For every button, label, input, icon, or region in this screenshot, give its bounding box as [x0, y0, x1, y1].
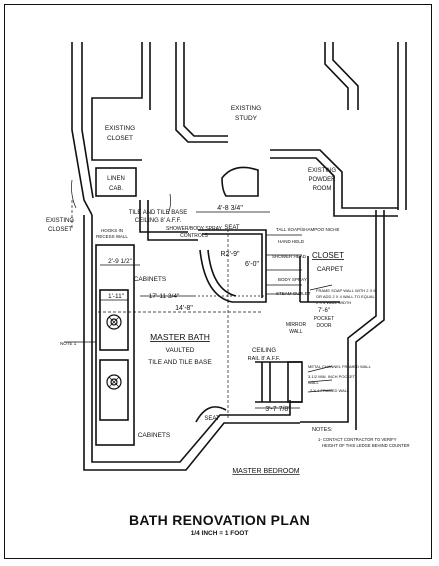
anno-tall-soap: TALL SOAP/SHAMPOO NICHE — [276, 227, 340, 232]
label-existing-closet-left-2: CLOSET — [48, 227, 72, 233]
anno-metal-channel: METAL CHANNEL FRAMED WALL — [308, 364, 372, 369]
anno-ceiling-rail-1: CEILING — [252, 348, 276, 354]
anno-frame-wall-2: OR ADD 2 X 4 WALL TO EQUAL — [316, 294, 375, 299]
powder-fixture — [221, 166, 259, 197]
sinks — [106, 314, 122, 390]
dim-r2-9: R2'-9" — [221, 251, 241, 258]
wall-closet-right — [300, 210, 377, 423]
cabinet-run — [95, 244, 135, 446]
anno-shower-head: SHOWER HEAD — [272, 254, 307, 259]
dim-2-9: 2'-9 1/2" — [108, 258, 132, 265]
label-existing-study-2: STUDY — [235, 115, 258, 122]
label-seat-lower: SEAT — [204, 416, 220, 422]
anno-pocket2-2: WALL — [308, 380, 320, 385]
plan-title: BATH RENOVATION PLAN — [129, 512, 310, 528]
dimension-lines — [64, 179, 333, 420]
notes-body-2: HEIGHT OF THIS LEDGE BEHIND COUNTER — [322, 443, 410, 448]
dim-17-11: 17'-11 3/4" — [149, 293, 180, 300]
shower-wall — [198, 229, 267, 303]
anno-hooks-1: HOOKS IN — [101, 228, 123, 233]
anno-tile-ceiling-1: TILE AND TILE BASE — [129, 210, 188, 216]
cabinet-sink-upper — [99, 289, 129, 351]
label-tile-base: TILE AND TILE BASE — [148, 359, 212, 366]
label-carpet: CARPET — [317, 266, 343, 273]
anno-ceiling-rail-2: RAIL 8' A.F.F. — [248, 356, 281, 362]
linen-cabinet — [95, 167, 137, 197]
label-existing-closet-top-1: EXISTING — [105, 125, 135, 132]
dim-4-8: 4'-8 3/4" — [217, 205, 243, 212]
label-closet: CLOSET — [312, 251, 344, 260]
label-seat-upper: SEAT — [224, 225, 240, 231]
label-master-bedroom: MASTER BEDROOM — [232, 468, 299, 475]
anno-mirror-wall-2: WALL — [289, 329, 303, 335]
anno-body-spray: BODY SPRAY — [278, 277, 307, 282]
anno-tile-ceiling-2: CEILING 8' A.F.F. — [135, 218, 182, 224]
label-existing-closet-left-1: EXISTING — [46, 218, 74, 224]
wall-closet-top — [91, 42, 143, 161]
dim-6-0: 6'-0" — [245, 261, 259, 268]
anno-frame-wall-3: 2 X 6 WALL WIDTH — [316, 300, 351, 305]
label-vaulted: VAULTED — [165, 347, 194, 354]
label-powder-3: ROOM — [313, 186, 332, 192]
dim-14-8: 14'-8" — [175, 305, 193, 312]
label-powder-2: POWDER — [309, 177, 337, 183]
anno-pocket-door-2: POCKET — [314, 316, 335, 322]
wall-powder — [270, 149, 398, 209]
wall-study-left — [175, 42, 228, 143]
label-existing-closet-top-2: CLOSET — [107, 135, 133, 142]
plan-scale: 1/4 INCH = 1 FOOT — [190, 530, 249, 537]
wall-bath-top — [147, 200, 198, 241]
label-powder-1: EXISTING — [308, 168, 336, 174]
cabinet-sink-lower — [99, 359, 129, 421]
sink-upper — [106, 314, 122, 330]
label-cabinets-lower: CABINETS — [138, 432, 171, 439]
wall-study-right — [324, 42, 349, 110]
anno-frame-2x4: 2 X 4 FRAMED WALL — [310, 388, 350, 393]
anno-pocket2-1: 3-1/2 MIN. INCH POCKET — [308, 374, 356, 379]
wall-bath-outer — [91, 215, 291, 463]
anno-shower-controls-1: SHOWER/BODY SPRAY — [166, 226, 223, 232]
label-cabinets-upper: CABINETS — [134, 276, 167, 283]
anno-steam-outlet: STEAM OUTLET — [276, 291, 311, 296]
notes-title: NOTES: — [312, 427, 333, 433]
anno-shower-controls-2: CONTROLS — [180, 233, 208, 239]
label-linen-2: CAB. — [109, 186, 123, 192]
notes-body-1: 1- CONTACT CONTRACTOR TO VERIFY — [318, 437, 397, 442]
anno-mirror-wall-1: MIRROR — [286, 322, 307, 328]
shower-curve — [199, 249, 233, 303]
anno-frame-wall-1: FRAME SOAP WALL WITH 2 X 6 — [316, 288, 376, 293]
bench — [287, 361, 303, 403]
wall-leaders — [307, 365, 333, 393]
anno-note1: NOTE 1 — [60, 341, 77, 346]
dim-1-11: 1'-11" — [108, 293, 125, 300]
shower-leaders — [266, 234, 302, 295]
anno-hand-held: HAND HELD — [278, 239, 305, 244]
dim-3-7: 3'-7 7/8" — [265, 406, 291, 413]
anno-pocket-door-3: DOOR — [317, 323, 332, 329]
walls — [71, 42, 407, 471]
anno-pocket-door-1: 7'-6" — [318, 308, 330, 314]
wall-left-upper — [71, 42, 93, 216]
label-linen-1: LINEN — [107, 176, 125, 182]
seat-lower-arc — [195, 406, 227, 423]
label-master-bath: MASTER BATH — [150, 332, 210, 342]
sheet-border — [4, 4, 432, 559]
anno-hooks-2: RECESS WALL — [96, 234, 128, 239]
sink-lower — [106, 374, 122, 390]
label-existing-study-1: EXISTING — [231, 105, 261, 112]
